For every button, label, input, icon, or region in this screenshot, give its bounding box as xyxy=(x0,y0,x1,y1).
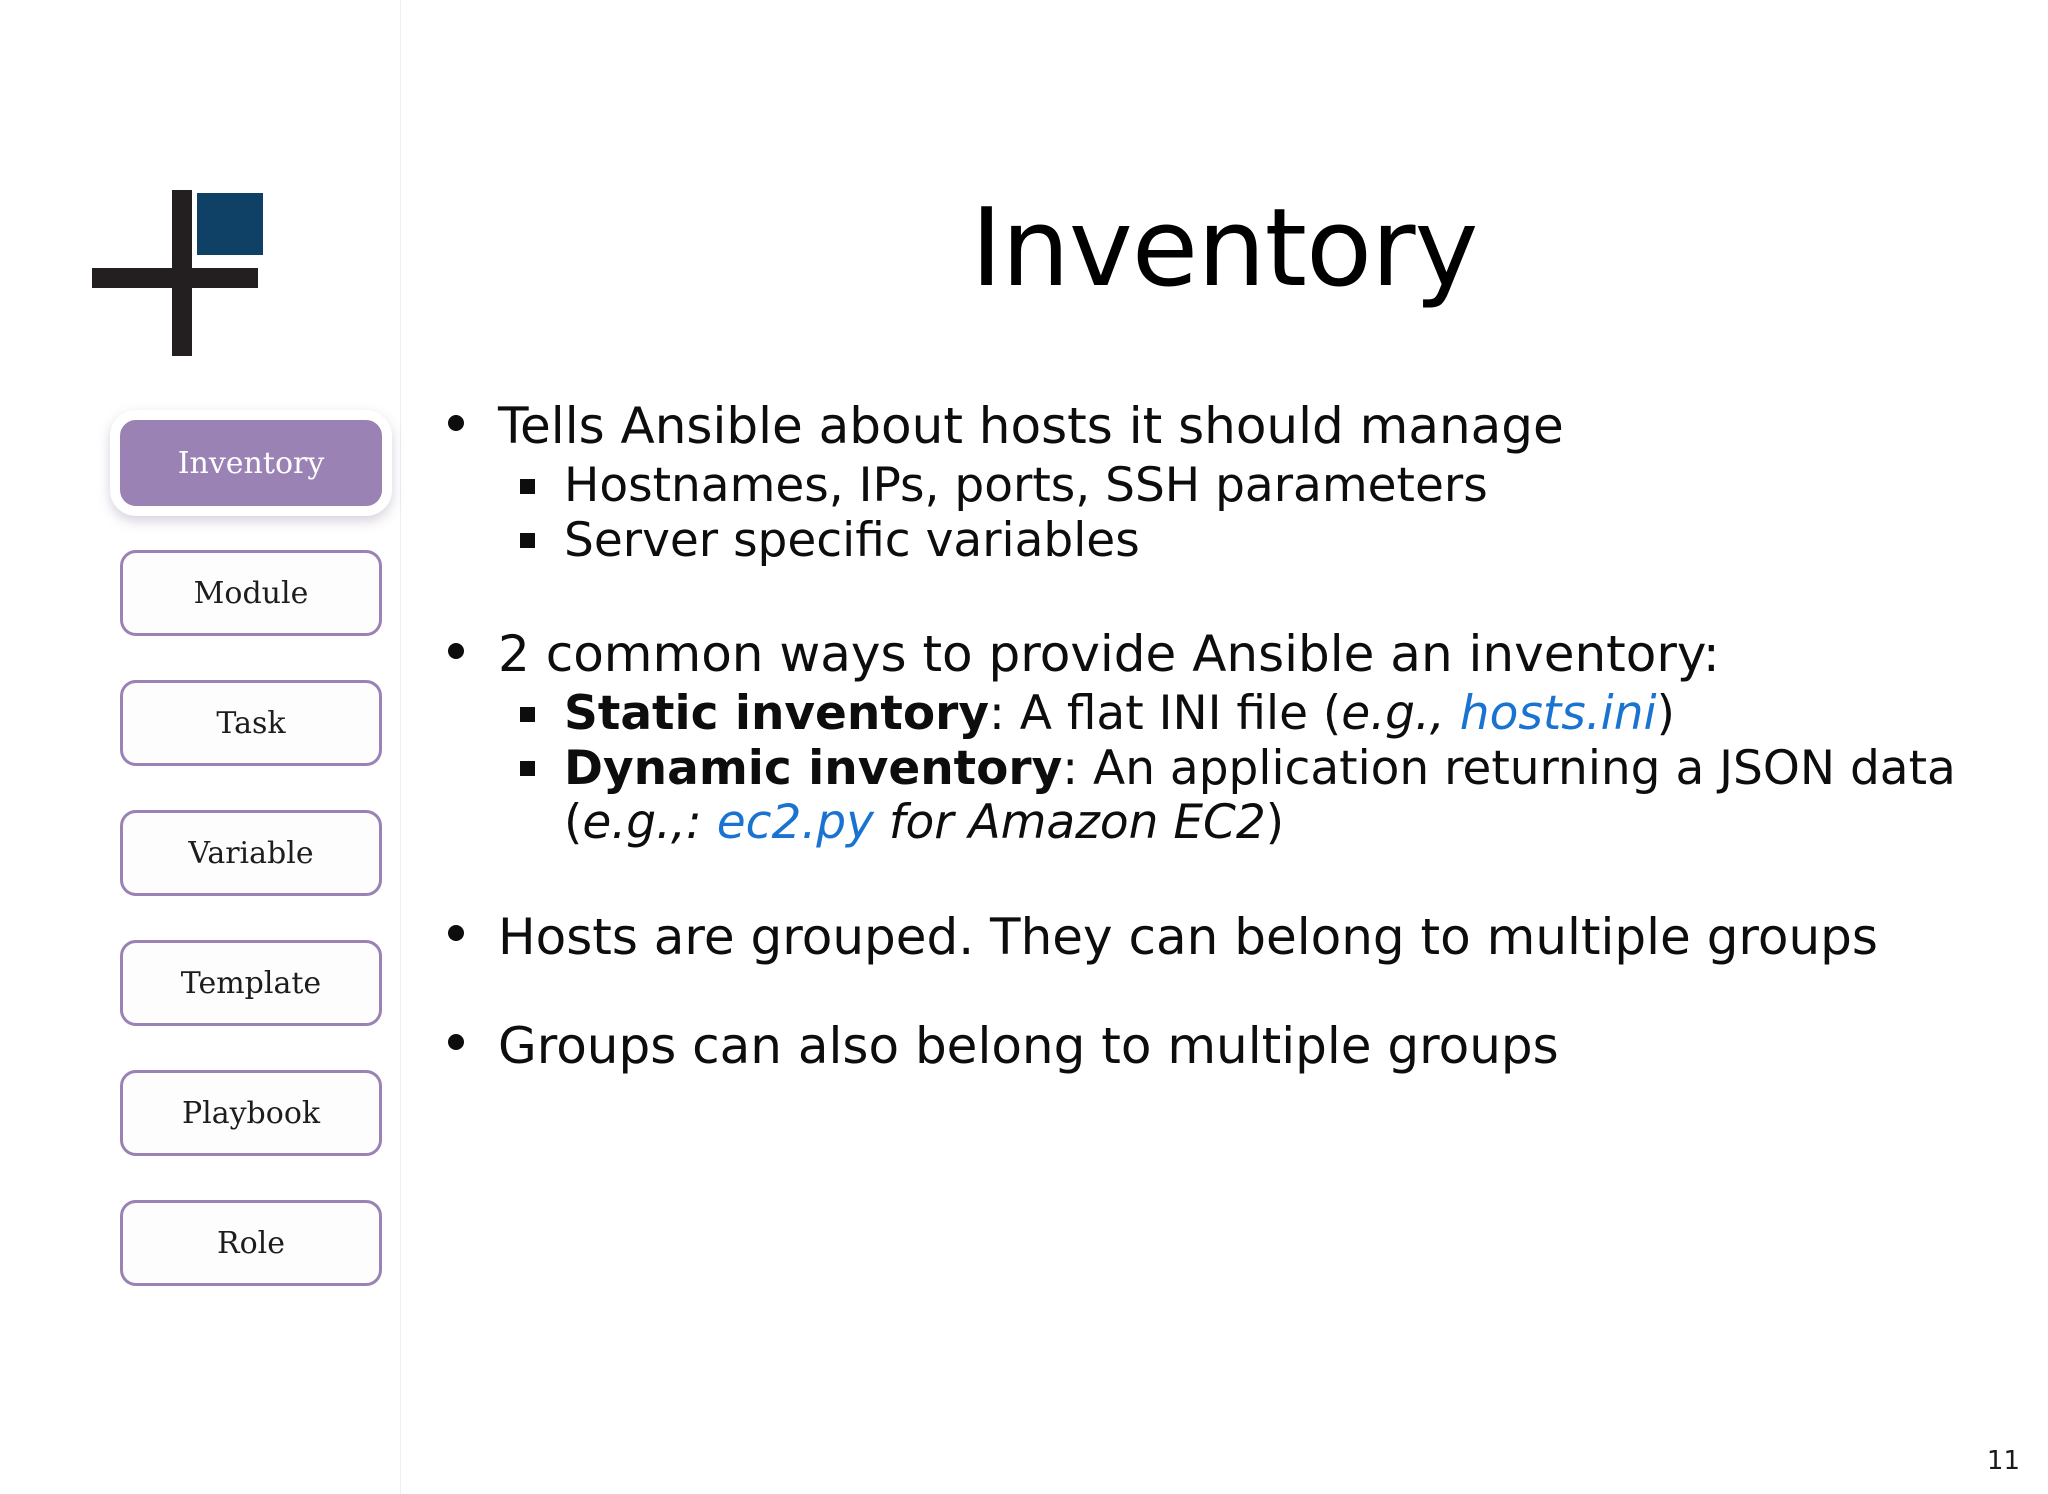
spacer xyxy=(440,568,1970,626)
bullet-item: Tells Ansible about hosts it should mana… xyxy=(440,398,1970,568)
sidebar-item-label: Inventory xyxy=(177,445,325,481)
bullet-item: 2 common ways to provide Ansible an inve… xyxy=(440,626,1970,851)
sidebar-item-label: Template xyxy=(180,965,322,1001)
page-number: 11 xyxy=(1986,1446,2020,1476)
bullet-dot-icon xyxy=(448,925,464,942)
spacer xyxy=(440,851,1970,909)
concept-sidebar: Inventory Module Task Variable Template … xyxy=(120,420,382,1330)
bullet-text: 2 common ways to provide Ansible an inve… xyxy=(498,625,1720,684)
bullet-item: Hosts are grouped. They can belong to mu… xyxy=(440,907,1970,966)
sidebar-item-role[interactable]: Role xyxy=(120,1200,382,1286)
sidebar-item-playbook[interactable]: Playbook xyxy=(120,1070,382,1156)
slide-body: Tells Ansible about hosts it should mana… xyxy=(440,398,1970,1075)
hosts-ini-link[interactable]: hosts.ini xyxy=(1459,686,1657,742)
column-divider xyxy=(400,0,401,1494)
sidebar-item-label: Playbook xyxy=(181,1095,321,1131)
bullet-text: Tells Ansible about hosts it should mana… xyxy=(498,397,1564,455)
sub-bullet-text: Hostnames, IPs, ports, SSH parameters xyxy=(564,458,1488,513)
eg-abbrev: e.g.,: xyxy=(582,795,717,851)
dynamic-inventory-desc: : An application returning a JSON data ( xyxy=(564,740,1956,851)
static-inventory-desc: : A flat INI file ( xyxy=(988,686,1342,742)
ec2-py-link[interactable]: ec2.py xyxy=(716,795,874,851)
bullet-list: Tells Ansible about hosts it should mana… xyxy=(440,398,1970,1075)
bullet-text: Groups can also belong to multiple group… xyxy=(498,1016,1559,1075)
closing-paren: ) xyxy=(1265,795,1285,851)
sub-bullet-item-static-inventory: Static inventory: A flat INI file (e.g.,… xyxy=(498,686,1970,742)
sidebar-item-inventory[interactable]: Inventory xyxy=(120,420,382,506)
sidebar-item-module[interactable]: Module xyxy=(120,550,382,636)
logo-blue-square xyxy=(197,193,263,255)
closing-paren: ) xyxy=(1656,686,1675,742)
bullet-item: Groups can also belong to multiple group… xyxy=(440,1016,1970,1075)
bullet-square-icon xyxy=(520,533,535,549)
sidebar-item-variable[interactable]: Variable xyxy=(120,810,382,896)
bullet-dot-icon xyxy=(448,414,464,431)
bullet-dot-icon xyxy=(448,1034,464,1051)
sidebar-item-template[interactable]: Template xyxy=(120,940,382,1026)
static-inventory-label: Static inventory xyxy=(564,686,989,742)
sub-bullet-item-dynamic-inventory: Dynamic inventory: An application return… xyxy=(498,740,1970,851)
sub-bullet-list: Hostnames, IPs, ports, SSH parameters Se… xyxy=(498,458,1970,569)
bullet-square-icon xyxy=(520,478,535,494)
bullet-square-icon xyxy=(520,761,535,777)
spacer xyxy=(440,966,1970,1018)
sidebar-item-label: Module xyxy=(193,575,309,611)
sidebar-item-label: Variable xyxy=(188,835,314,871)
amazon-ec2-note: for Amazon EC2 xyxy=(873,795,1266,851)
sub-bullet-item: Hostnames, IPs, ports, SSH parameters xyxy=(498,458,1970,514)
bullet-text: Hosts are grouped. They can belong to mu… xyxy=(498,907,1878,966)
sub-bullet-item: Server specific variables xyxy=(498,512,1970,569)
sidebar-item-label: Role xyxy=(217,1225,285,1261)
dynamic-inventory-label: Dynamic inventory xyxy=(564,740,1063,796)
sub-bullet-list: Static inventory: A flat INI file (e.g.,… xyxy=(498,686,1970,851)
sidebar-item-task[interactable]: Task xyxy=(120,680,382,766)
logo-vertical-bar xyxy=(172,190,192,356)
bullet-square-icon xyxy=(520,706,535,722)
eg-abbrev: e.g., xyxy=(1341,686,1460,742)
sidebar-item-label: Task xyxy=(216,705,286,741)
page-title: Inventory xyxy=(970,186,1479,311)
plus-square-logo xyxy=(92,190,263,360)
sub-bullet-text: Server specific variables xyxy=(564,512,1140,568)
bullet-dot-icon xyxy=(448,642,464,659)
